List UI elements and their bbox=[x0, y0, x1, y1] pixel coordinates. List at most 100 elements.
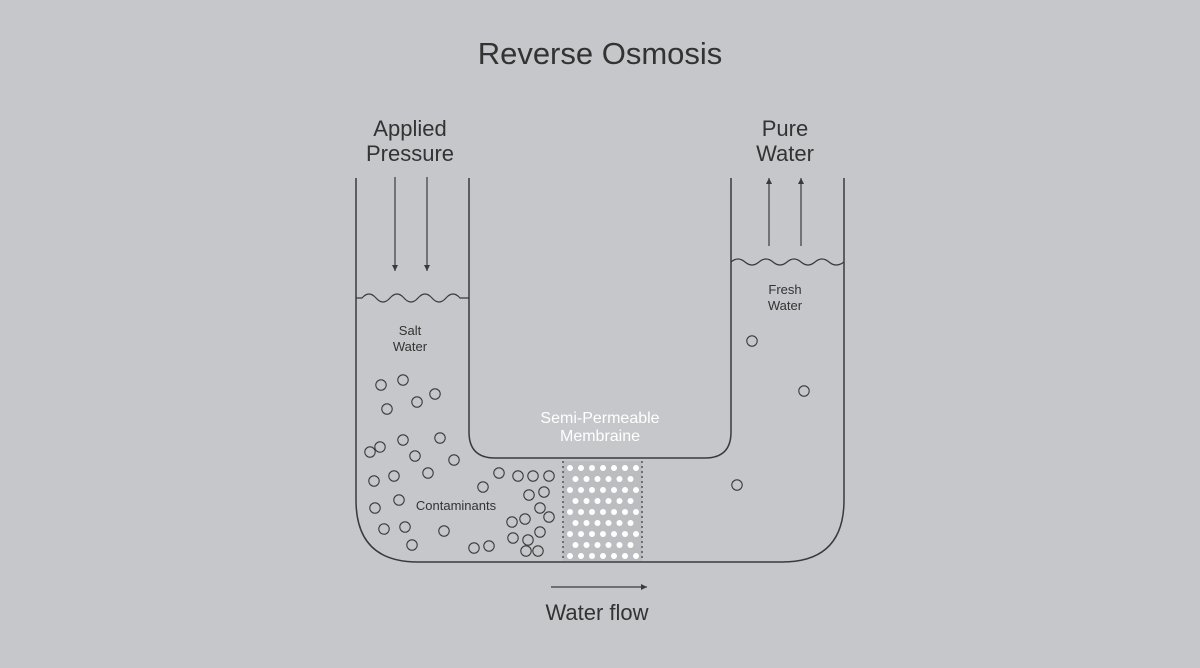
membrane-pore bbox=[600, 509, 606, 515]
membrane-pore bbox=[605, 520, 612, 526]
membrane-pore bbox=[600, 531, 606, 537]
contaminant-particles bbox=[364, 374, 555, 557]
membrane-pore bbox=[627, 476, 634, 482]
membrane-pore bbox=[567, 531, 573, 537]
applied-pressure-label: Applied Pressure bbox=[365, 116, 455, 167]
membrane-pore bbox=[611, 531, 617, 537]
membrane-pore bbox=[589, 465, 595, 471]
membrane-pore bbox=[567, 487, 573, 493]
membrane-pore bbox=[600, 465, 606, 471]
pure-water-label: Pure Water bbox=[756, 116, 814, 167]
water-particle bbox=[746, 335, 758, 347]
fresh-water-label: Fresh Water bbox=[767, 282, 803, 313]
membrane-pore bbox=[622, 509, 628, 515]
membrane-pore bbox=[633, 465, 639, 471]
contaminant-particle bbox=[369, 502, 381, 514]
membrane-pore bbox=[589, 487, 595, 493]
contaminant-particle bbox=[477, 481, 489, 493]
membrane-pore bbox=[594, 476, 601, 482]
contaminant-particle bbox=[378, 523, 390, 535]
membrane-pore bbox=[633, 509, 639, 515]
membrane-label: Semi-Permeable Membraine bbox=[540, 410, 660, 446]
membrane-pore bbox=[583, 498, 590, 504]
contaminant-particle bbox=[519, 513, 531, 525]
contaminant-particle bbox=[375, 379, 387, 391]
contaminant-particle bbox=[468, 542, 480, 554]
membrane-pore bbox=[589, 553, 595, 559]
contaminant-particle bbox=[438, 525, 450, 537]
contaminant-particle bbox=[422, 467, 434, 479]
contaminant-particle bbox=[532, 545, 544, 557]
water-particle bbox=[798, 385, 810, 397]
contaminant-particle bbox=[381, 403, 393, 415]
contaminant-particle bbox=[399, 521, 411, 533]
contaminant-particle bbox=[397, 434, 409, 446]
membrane-pore bbox=[594, 498, 601, 504]
membrane-pore bbox=[627, 498, 634, 504]
membrane-pore bbox=[622, 553, 628, 559]
membrane-pore bbox=[572, 520, 579, 526]
membrane-pore bbox=[583, 476, 590, 482]
contaminant-particle bbox=[493, 467, 505, 479]
membrane-pore bbox=[616, 498, 623, 504]
membrane-pore bbox=[567, 465, 573, 471]
contaminant-particle bbox=[434, 432, 446, 444]
membrane-pore bbox=[572, 498, 579, 504]
contaminants-label: Contaminants bbox=[415, 498, 497, 513]
water-flow-label: Water flow bbox=[545, 600, 649, 625]
semi-permeable-membrane bbox=[562, 461, 643, 561]
membrane-pore bbox=[616, 520, 623, 526]
membrane-pore bbox=[578, 553, 584, 559]
membrane-pore bbox=[567, 509, 573, 515]
u-tube-inner-wall bbox=[468, 178, 732, 459]
u-tube-outer-wall bbox=[355, 178, 845, 563]
contaminant-particle bbox=[534, 526, 546, 538]
membrane-pore bbox=[600, 553, 606, 559]
contaminant-particle bbox=[368, 475, 380, 487]
membrane-pore bbox=[622, 465, 628, 471]
membrane-pore bbox=[578, 487, 584, 493]
salt-water-label: Salt Water bbox=[392, 323, 428, 354]
contaminant-particle bbox=[374, 441, 386, 453]
contaminant-particle bbox=[406, 539, 418, 551]
membrane-pore bbox=[633, 553, 639, 559]
membrane-pore bbox=[622, 487, 628, 493]
contaminant-particle bbox=[364, 446, 376, 458]
membrane-pore bbox=[616, 476, 623, 482]
membrane-pore bbox=[594, 520, 601, 526]
fresh-water-particles bbox=[731, 335, 810, 491]
fresh-water-surface bbox=[730, 258, 845, 266]
contaminant-particle bbox=[429, 388, 441, 400]
membrane-pore bbox=[572, 542, 579, 548]
contaminant-particle bbox=[543, 470, 555, 482]
membrane-pore bbox=[611, 487, 617, 493]
membrane-pore bbox=[605, 476, 612, 482]
contaminant-particle bbox=[483, 540, 495, 552]
membrane-pore bbox=[605, 542, 612, 548]
diagram-title: Reverse Osmosis bbox=[477, 36, 723, 71]
membrane-pore bbox=[589, 531, 595, 537]
membrane-pore bbox=[572, 476, 579, 482]
contaminant-particle bbox=[527, 470, 539, 482]
contaminant-particle bbox=[388, 470, 400, 482]
contaminant-particle bbox=[397, 374, 409, 386]
membrane-pore bbox=[578, 509, 584, 515]
membrane-pore bbox=[567, 553, 573, 559]
contaminant-particle bbox=[409, 450, 421, 462]
contaminant-particle bbox=[411, 396, 423, 408]
membrane-pore bbox=[611, 509, 617, 515]
membrane-pore bbox=[605, 498, 612, 504]
salt-water-surface bbox=[356, 293, 469, 303]
contaminant-particle bbox=[512, 470, 524, 482]
water-particle bbox=[731, 479, 743, 491]
contaminant-particle bbox=[522, 534, 534, 546]
contaminant-particle bbox=[393, 494, 405, 506]
membrane-pore bbox=[611, 465, 617, 471]
membrane-pore bbox=[622, 531, 628, 537]
contaminant-particle bbox=[543, 511, 555, 523]
membrane-pore bbox=[583, 542, 590, 548]
contaminant-particle bbox=[520, 545, 532, 557]
membrane-pore bbox=[589, 509, 595, 515]
